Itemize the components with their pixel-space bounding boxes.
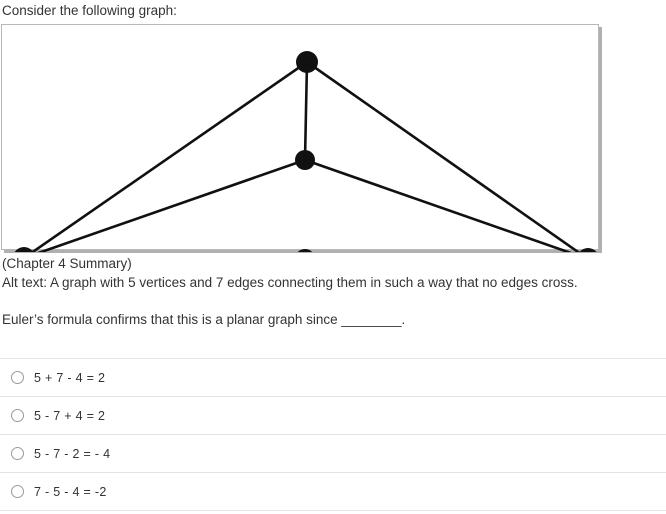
vertex-middle [295, 150, 315, 170]
vertex-bottom-right [579, 248, 597, 252]
graph-vertices [14, 51, 597, 252]
question-text: Euler’s formula confirms that this is a … [2, 312, 406, 327]
vertex-top [296, 51, 318, 73]
option-row-4[interactable]: 7 - 5 - 4 = -2 [0, 473, 666, 511]
prompt-text: Consider the following graph: [2, 3, 177, 18]
option-label-2: 5 - 7 + 4 = 2 [34, 408, 106, 423]
radio-button-icon-4[interactable] [11, 485, 24, 498]
option-label-3: 5 - 7 - 2 = - 4 [34, 446, 111, 461]
figure-caption: (Chapter 4 Summary) [2, 256, 132, 271]
edge-middle-bottom-left [37, 158, 307, 252]
option-row-2[interactable]: 5 - 7 + 4 = 2 [0, 397, 666, 435]
vertex-bottom-left [14, 247, 34, 252]
edge-top-bottom-left [30, 60, 309, 252]
figure-alt-text: Alt text: A graph with 5 vertices and 7 … [2, 275, 578, 290]
option-row-3[interactable]: 5 - 7 - 2 = - 4 [0, 435, 666, 473]
edge-middle-bottom-right [303, 158, 572, 252]
answer-options-list: 5 + 7 - 4 = 2 5 - 7 + 4 = 2 5 - 7 - 2 = … [0, 358, 666, 511]
edge-top-bottom-right [305, 60, 581, 252]
graph-svg [14, 51, 597, 252]
vertex-bottom-middle [297, 249, 313, 252]
radio-button-icon-3[interactable] [11, 447, 24, 460]
radio-button-icon-1[interactable] [11, 371, 24, 384]
graph-edges [30, 60, 581, 252]
graph-figure-frame [1, 24, 599, 252]
option-label-4: 7 - 5 - 4 = -2 [34, 484, 107, 499]
option-row-1[interactable]: 5 + 7 - 4 = 2 [0, 359, 666, 397]
graph-figure [1, 24, 603, 254]
edge-top-middle [303, 60, 309, 162]
radio-button-icon-2[interactable] [11, 409, 24, 422]
option-label-1: 5 + 7 - 4 = 2 [34, 370, 106, 385]
